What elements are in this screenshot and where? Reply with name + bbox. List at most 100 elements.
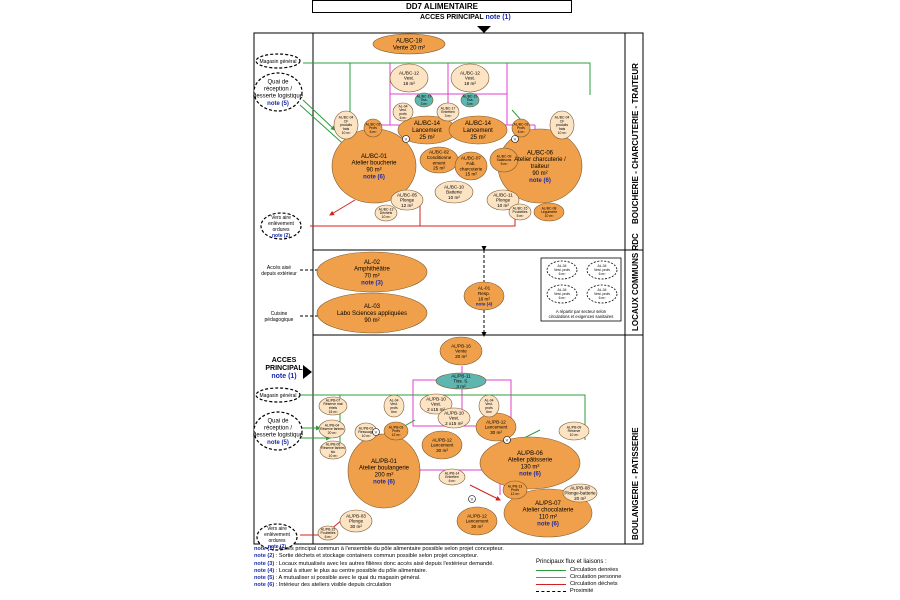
room-label-bc14a: 25 m² [419,135,434,141]
note-key: note (3) [254,560,275,567]
room-pb09 [558,421,590,441]
legend-swatch [536,577,566,578]
room-label-pb11: 3 m² [456,384,466,389]
room-label-bc10: AL/BC-10 [444,184,464,189]
room-label-bc19b: 3 m² [467,102,475,106]
room-label-bc08: 10 m² [545,214,555,218]
room-label-pb15: Poubelles [321,531,336,535]
side-label-cuisine: Cuisine [271,311,288,317]
room-label-bc13: AL/BC-13 [379,207,394,211]
v-marker [468,495,476,503]
side-note-quai2: note (5) [267,440,289,446]
room-note-al02: note (3) [361,280,383,286]
note-text: : Local à situer le plus au centre possi… [274,567,428,574]
room-label-bc11: Plonge [496,198,511,203]
note-row: note (2) : Sortie déchets et stockage co… [254,553,504,560]
room-label-pb12b: AL/PB-12 [486,419,506,424]
room-label-bc13: Déchets [380,211,393,215]
note-text: : Accès principal commun à l'ensemble du… [274,546,504,552]
room-label-bc12a: 18 m² [403,81,415,86]
room-note-pb01: note (6) [373,479,395,485]
room-label-pbv2: AL/PB-10 [444,410,464,415]
room-label-pb14: 6 m² [449,479,457,483]
room-label-pb16: Vente [455,349,467,354]
legend-item: Circulation personne [536,574,621,581]
note-key: note (6) [254,582,275,589]
room-label-bc02: 25 m² [433,166,445,171]
room-bc13 [374,204,398,222]
room-label-bc07: AL/BC-07 [461,156,481,161]
room-label-pb03p: Plonge [349,519,364,524]
access-left-arrow [303,365,312,379]
v-marker-label: V [375,430,378,435]
vest-item-1: Vest. profs [594,268,610,272]
room-label-pb04b: AL-04 [484,398,493,402]
room-label-pb03p: AL/PB-03 [346,513,366,518]
room-bc14b [448,115,508,145]
room-pb12c [456,506,498,536]
room-pb11 [435,372,487,390]
room-label-bc02: AL/BC-02 [429,150,449,155]
room-label-pb01: 200 m² [375,473,394,479]
note-row: note (6) : Intérieur des ateliers visibl… [254,582,504,589]
room-label-bc04v: Vest. [399,108,407,112]
room-label-bc05: 12 m² [401,203,413,208]
node-ordures-1 [260,212,302,240]
node-magasin-general-2 [255,387,301,403]
room-pb08 [562,483,598,503]
v-marker [402,135,410,143]
room-label-bc19: AL/BC-19 [417,94,432,98]
room-bc03a [363,118,383,138]
room-label-bc04a: 10 m² [342,131,352,135]
legend-label: Proximité [570,588,594,594]
legend: Principaux flux et liaisons : Circulatio… [536,559,621,595]
room-pb05 [319,440,347,460]
room-label-al03: Labo Sciences appliquées [337,311,407,317]
room-label-bc04a: frais [343,127,350,131]
room-label-bc08: Légumerie [541,210,557,214]
room-label-al01: 18 m² [478,296,490,301]
room-label-pb09: 10 m² [570,433,580,437]
room-bc10 [434,180,474,204]
note-row: note (4) : Local à situer le plus au cen… [254,568,504,575]
room-label-pb13: 12 m² [511,492,521,496]
room-al03 [316,292,428,334]
side-label-ord1: ordures [273,227,290,233]
room-label-pb01: Atelier boulangerie [359,466,410,472]
room-pb04c [318,419,346,439]
side-note-ord2: note (2) [268,544,286,550]
room-label-pb04a: 6m² [391,410,398,414]
note-text: : Sortie déchets et stockage containers … [274,553,479,560]
room-label-pb08: AL/PB-08 [570,485,590,490]
room-label-pb06: 130 m² [521,465,540,471]
v-marker [503,436,511,444]
room-label-bc14a: Lancement [412,128,442,134]
side-label-acces_ext: depuis extérieur [261,271,297,277]
room-bc04b [549,110,575,140]
note-row: note (5) : A mutualiser si possible avec… [254,575,504,582]
room-label-pb05: bio [331,450,336,454]
vest-item-3: 6 m² [599,296,607,300]
room-label-bc12b: AL/BC-12 [460,70,480,75]
room-label-bc06: AL/BC-06 [527,150,554,156]
vest-item-0: 6 m² [559,272,567,276]
access-top-label: ACCES PRINCIPAL note (1) [420,14,511,21]
room-label-ps07: Atelier chocolaterie [522,508,574,514]
side-label-mag2: Magasin général [260,393,297,399]
vest-item-1: AL-04 [597,264,606,268]
room-label-pb12b: Lancement [485,425,508,430]
room-label-pb09: Réserve [568,429,581,433]
side-label-quai2: réception / [264,426,292,432]
room-label-bc18: AL/BC-18 [396,39,423,45]
legend-item: Circulation déchets [536,581,621,588]
side-label-ord2: Vers aire [267,526,287,532]
room-pbv2 [437,407,471,429]
node-magasin-general-1 [255,53,301,69]
room-label-pb12b: 30 m² [490,430,502,435]
room-pb04a [383,394,405,418]
side-label-ord1: Vers aire [271,215,291,221]
room-label-pb04c: AL/PB-04 [325,423,340,427]
room-label-bc04b: 10 m² [558,131,568,135]
room-pb07 [318,396,348,416]
room-label-pb05: 10 m² [329,454,339,458]
